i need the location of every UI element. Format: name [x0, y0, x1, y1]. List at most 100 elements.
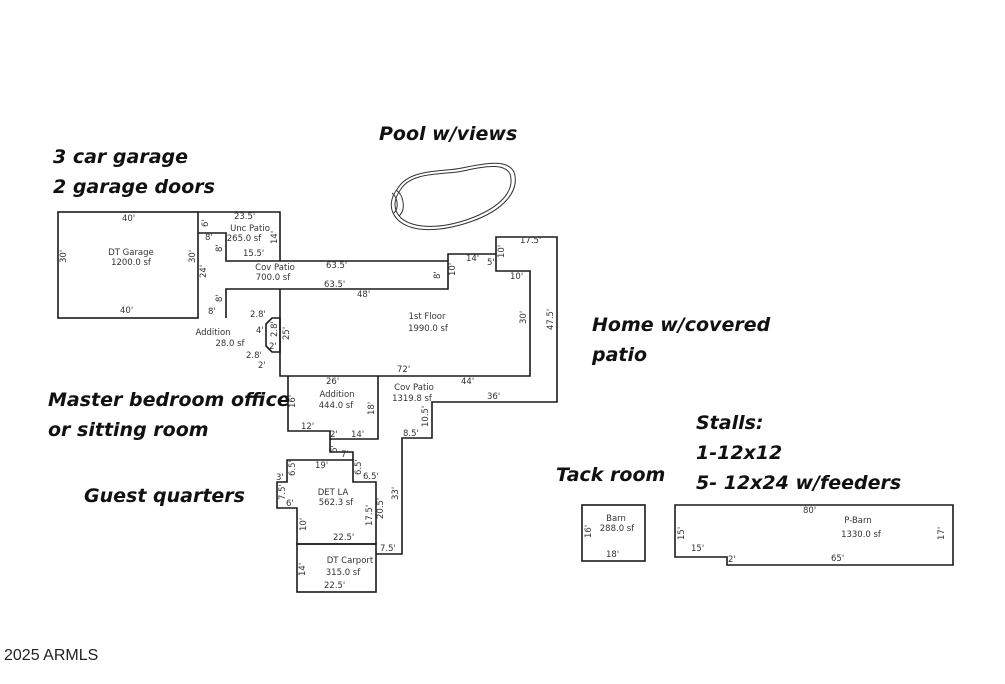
room-area: 562.3 sf [319, 498, 354, 508]
cov-patio-large-outline [376, 236, 558, 555]
dimension-label: 8' [215, 244, 225, 252]
dimension-label: 15.5' [243, 249, 264, 259]
dimension-label: 6' [330, 445, 340, 453]
room-name: Unc Patio [230, 224, 270, 234]
dimension-label: 47.5' [546, 309, 556, 330]
dimension-label: 18' [367, 402, 377, 415]
dimension-label: 24' [199, 265, 209, 278]
dimension-label: 22.5' [324, 581, 345, 591]
connector-outline [329, 439, 354, 460]
dimension-label: 10' [299, 518, 309, 531]
dimension-label: 40' [120, 306, 133, 316]
room-area: 444.0 sf [319, 401, 354, 411]
dimension-label: 7' [341, 450, 349, 460]
dimension-label: 2.8' [246, 351, 262, 361]
dimension-label: 12' [301, 422, 314, 432]
dimension-label: 8' [205, 233, 213, 243]
dimension-label: 14' [270, 231, 280, 244]
dimension-label: 25' [282, 327, 292, 340]
room-area: 288.0 sf [600, 524, 635, 534]
room-area: 265.0 sf [227, 234, 262, 244]
room-name: Cov Patio [255, 263, 295, 273]
small-addition-outline [265, 317, 281, 353]
room-area: 1990.0 sf [408, 324, 449, 334]
barn-outline [581, 504, 646, 562]
dimension-label: 30' [188, 250, 198, 263]
dimension-label: 10' [510, 272, 523, 282]
dimension-label: 8.5' [403, 429, 419, 439]
dimension-label: 20.5' [376, 498, 386, 519]
note-garage-doors: 2 garage doors [53, 176, 215, 198]
dimension-label: 30' [59, 250, 69, 263]
dimension-label: 22.5' [333, 533, 354, 543]
dimension-label: 72' [397, 365, 410, 375]
dimension-label: 6.5' [354, 459, 364, 475]
dimension-label: 6.5' [363, 472, 379, 482]
first-floor-outline [279, 253, 531, 377]
note-guest: Guest quarters [84, 485, 245, 507]
room-area: 28.0 sf [215, 339, 245, 349]
note-home: Home w/covered [592, 314, 771, 336]
dimension-label: 44' [461, 377, 474, 387]
cov-patio-lower-outline [225, 288, 280, 318]
dimension-label: 17.5' [520, 236, 541, 246]
dimension-label: 2' [269, 342, 277, 352]
note-stalls-1: 1-12x12 [696, 442, 782, 464]
dimension-label: 40' [122, 214, 135, 224]
dimension-label: 48' [357, 290, 370, 300]
dimension-label: 26' [326, 377, 339, 387]
dimension-label: 5' [487, 258, 495, 268]
dimension-label: 10.5' [421, 406, 431, 427]
dimension-label: 2' [258, 361, 266, 371]
dimension-label: 3' [276, 473, 284, 483]
room-name: Addition [195, 328, 230, 338]
dimension-label: 4' [256, 326, 264, 336]
room-area: 700.0 sf [256, 273, 291, 283]
dimension-label: 2' [330, 430, 338, 440]
unc-patio-outline [198, 211, 281, 261]
dimension-label: 10' [448, 263, 458, 276]
note-master-2: or sitting room [48, 419, 209, 441]
dimension-label: 7.5' [278, 484, 288, 500]
note-home-patio: patio [591, 344, 647, 366]
room-name: Barn [606, 514, 626, 524]
addition-outline [287, 376, 379, 440]
dimension-label: 8' [433, 271, 443, 279]
room-name: DET LA [318, 488, 349, 498]
dimension-label: 63.5' [324, 280, 345, 290]
dimension-label: 15' [677, 527, 687, 540]
room-name: Cov Patio [394, 383, 434, 393]
dimension-label: 2.8' [270, 321, 280, 337]
room-name: Addition [319, 390, 354, 400]
dimension-label: 2' [728, 555, 736, 565]
dimension-label: 6' [286, 499, 294, 509]
note-pool: Pool w/views [379, 123, 517, 145]
dimension-label: 15' [691, 544, 704, 554]
dimension-label: 16' [584, 525, 594, 538]
room-name: DT Garage [108, 248, 154, 258]
room-area: 1319.8 sf [392, 394, 433, 404]
note-tack: Tack room [556, 464, 665, 486]
dimension-label: 14' [298, 563, 308, 576]
room-name: DT Carport [327, 556, 374, 566]
note-master: Master bedroom office [48, 389, 290, 411]
dimension-label: 8' [208, 307, 216, 317]
dimension-label: 2.8' [250, 310, 266, 320]
note-stalls-2: 5- 12x24 w/feeders [696, 472, 901, 494]
room-area: 315.0 sf [326, 568, 361, 578]
copyright-watermark: 2025 ARMLS [4, 647, 98, 664]
dimension-label: 16' [288, 395, 298, 408]
room-name: P-Barn [844, 516, 871, 526]
dimension-label: 17.5' [365, 505, 375, 526]
dimension-label: 36' [487, 392, 500, 402]
p-barn-outline [674, 504, 954, 566]
garage-outline [57, 211, 199, 319]
dimension-label: 7.5' [380, 544, 396, 554]
note-stalls: Stalls: [696, 412, 764, 434]
cov-patio-outline [198, 232, 449, 290]
dimension-label: 19' [315, 461, 328, 471]
dimension-label: 6' [201, 219, 211, 227]
dimension-label: 33' [391, 487, 401, 500]
